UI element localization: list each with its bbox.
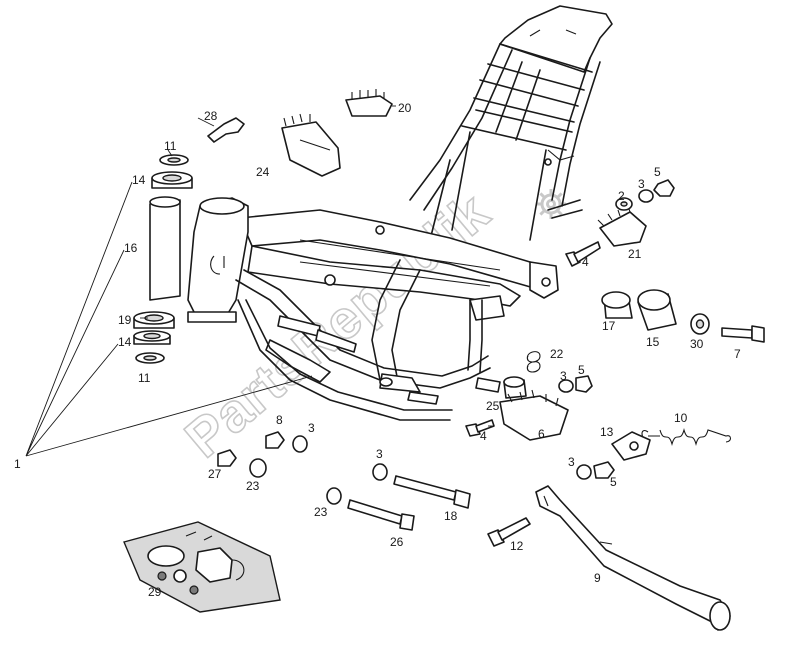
callout-10: 10 [674, 411, 688, 425]
callout-26: 26 [390, 535, 404, 549]
callout-4: 4 [480, 429, 487, 443]
callout-19: 19 [118, 313, 132, 327]
callout-22: 22 [550, 347, 564, 361]
callout-28: 28 [204, 109, 218, 123]
callout-2: 2 [618, 189, 625, 203]
callout-7: 7 [734, 347, 741, 361]
callout-5: 5 [654, 165, 661, 179]
callout-labels: 1 2 3 3 3 3 3 4 4 5 5 5 6 7 8 9 10 11 11… [14, 101, 741, 599]
leader-lines [25, 105, 494, 457]
gear-icon [536, 189, 566, 219]
callout-14: 14 [132, 173, 146, 187]
callout-29: 29 [148, 585, 162, 599]
callout-23: 23 [314, 505, 328, 519]
callout-23: 23 [246, 479, 260, 493]
callout-3: 3 [638, 177, 645, 191]
callout-4: 4 [582, 255, 589, 269]
callout-15: 15 [646, 335, 660, 349]
small-parts [123, 89, 765, 631]
callout-18: 18 [444, 509, 458, 523]
callout-24: 24 [256, 165, 270, 179]
main-frame [187, 5, 613, 421]
callout-11: 11 [164, 139, 177, 153]
callout-17: 17 [602, 319, 616, 333]
callout-3: 3 [376, 447, 383, 461]
callout-12: 12 [510, 539, 524, 553]
callout-16: 16 [124, 241, 138, 255]
callout-14: 14 [118, 335, 132, 349]
callout-1: 1 [14, 457, 21, 471]
callout-21: 21 [628, 247, 642, 261]
callout-30: 30 [690, 337, 704, 351]
callout-3: 3 [308, 421, 315, 435]
callout-13: 13 [600, 425, 614, 439]
callout-6: 6 [538, 427, 545, 441]
callout-8: 8 [276, 413, 283, 427]
callout-9: 9 [594, 571, 601, 585]
callout-25: 25 [486, 399, 500, 413]
callout-20: 20 [398, 101, 412, 115]
callout-27: 27 [208, 467, 222, 481]
callout-3: 3 [560, 369, 567, 383]
callout-5: 5 [578, 363, 585, 377]
steering-head-parts [133, 154, 193, 364]
callout-11: 11 [138, 371, 151, 385]
callout-3: 3 [568, 455, 575, 469]
callout-5: 5 [610, 475, 617, 489]
